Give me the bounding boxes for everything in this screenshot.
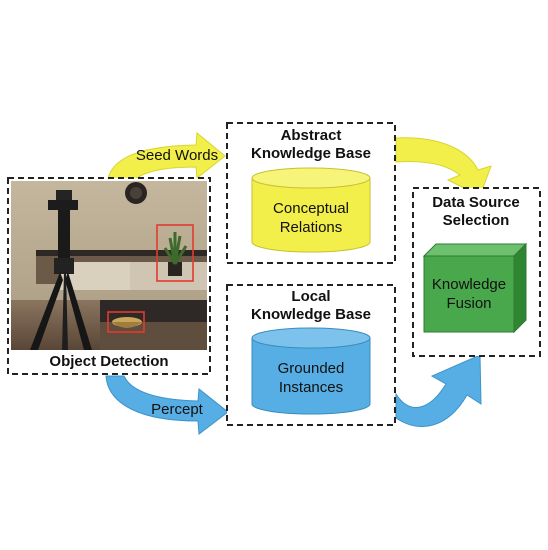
grounded-instances-cylinder: Grounded Instances [251, 327, 371, 415]
local-kb-title-line2: Knowledge Base [251, 306, 371, 323]
data-source-selection-box: Data Source Selection Knowledge Fusion [412, 187, 541, 357]
local-to-data-source-arrow [395, 354, 482, 427]
robot-photo [11, 181, 207, 350]
conceptual-relations-line2: Relations [280, 219, 343, 236]
seed-words-label: Seed Words [136, 147, 218, 164]
object-detection-box: Object Detection [7, 177, 211, 375]
object-detection-label: Object Detection [49, 353, 168, 370]
data-source-title-line1: Data Source [432, 194, 520, 211]
seed-words-arrow [106, 132, 226, 189]
conceptual-relations-cylinder: Conceptual Relations [251, 167, 371, 253]
knowledge-fusion-line1: Knowledge [432, 276, 506, 293]
grounded-instances-line1: Grounded [278, 360, 345, 377]
percept-label: Percept [151, 401, 204, 418]
knowledge-fusion-cube: Knowledge Fusion [422, 242, 528, 334]
percept-arrow [105, 375, 229, 435]
conceptual-relations-line1: Conceptual [273, 200, 349, 217]
abstract-kb-title-line1: Abstract [281, 127, 342, 144]
abstract-knowledge-base-box: Abstract Knowledge Base Conceptual Relat… [226, 122, 396, 264]
local-kb-title-line1: Local [291, 288, 330, 305]
local-knowledge-base-box: Local Knowledge Base Grounded Instances [226, 284, 396, 426]
robot [30, 190, 92, 350]
plant [163, 232, 188, 276]
knowledge-fusion-line2: Fusion [446, 295, 491, 312]
detection-box-bowl [107, 311, 145, 333]
grounded-instances-line2: Instances [279, 379, 343, 396]
detection-box-plant [156, 224, 194, 282]
data-source-title-line2: Selection [443, 212, 510, 229]
abstract-kb-title-line2: Knowledge Base [251, 145, 371, 162]
